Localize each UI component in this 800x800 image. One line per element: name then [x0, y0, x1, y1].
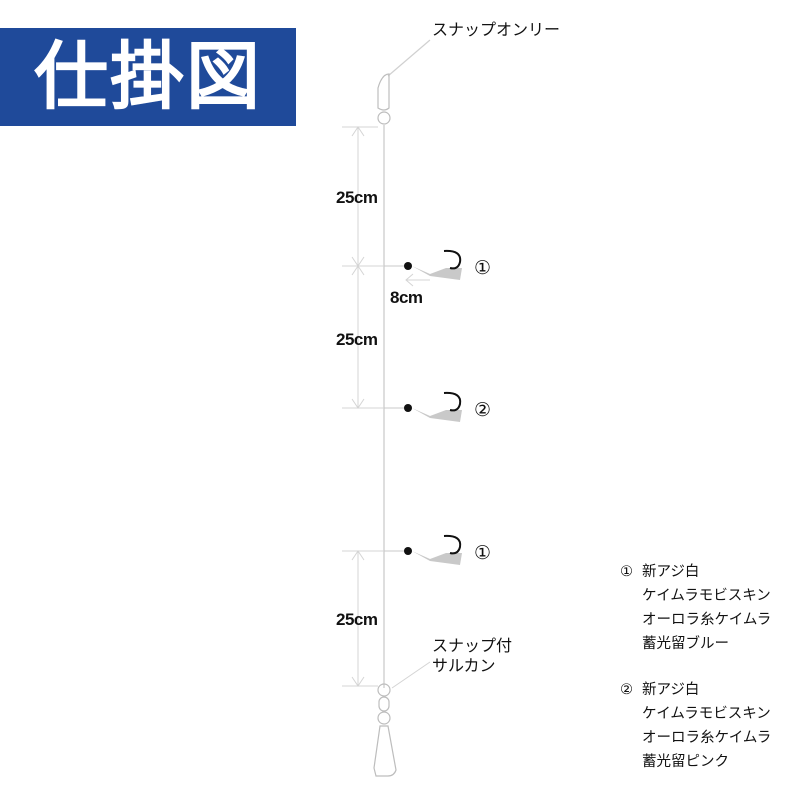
dimension-branch: 8cm	[390, 288, 423, 307]
legend-line: 新アジ白	[642, 564, 700, 580]
legend-line: ケイムラモビスキン	[642, 588, 771, 604]
hook-lure-2	[384, 391, 462, 422]
swivel-label-line2: サルカン	[432, 656, 496, 675]
legend-line: 新アジ白	[642, 682, 700, 698]
top-snap-label: スナップオンリー	[432, 20, 561, 39]
legend-2: ② 新アジ白 ケイムラモビスキン オーロラ糸ケイムラ 蓄光留ピンク	[620, 678, 771, 774]
dimension-lines	[342, 126, 431, 689]
swivel-label-line1: スナップ付	[432, 636, 513, 655]
hook-marker-1: ①	[474, 257, 492, 279]
legend-line: オーロラ糸ケイムラ	[642, 730, 772, 746]
legend-line: 蓄光留ブルー	[642, 636, 729, 652]
title-banner: 仕掛図	[0, 28, 296, 126]
legend-line: 蓄光留ピンク	[642, 754, 729, 770]
diagram-title: 仕掛図	[34, 34, 262, 120]
top-snap-icon	[377, 39, 431, 125]
dimension-seg1: 25cm	[336, 188, 378, 207]
legend-1: ① 新アジ白 ケイムラモビスキン オーロラ糸ケイムラ 蓄光留ブルー	[620, 560, 771, 656]
legend-line: ケイムラモビスキン	[642, 706, 771, 722]
snap-swivel-icon	[373, 683, 397, 777]
dimension-seg3: 25cm	[336, 610, 378, 629]
legend-marker: ①	[620, 564, 633, 580]
dimension-seg2: 25cm	[336, 330, 378, 349]
hook-marker-2: ②	[474, 399, 492, 421]
legend-marker: ②	[620, 682, 633, 698]
hook-lure-3	[384, 534, 462, 565]
hook-lure-1	[384, 249, 462, 280]
hook-marker-3: ①	[474, 542, 492, 564]
legend-line: オーロラ糸ケイムラ	[642, 612, 772, 628]
